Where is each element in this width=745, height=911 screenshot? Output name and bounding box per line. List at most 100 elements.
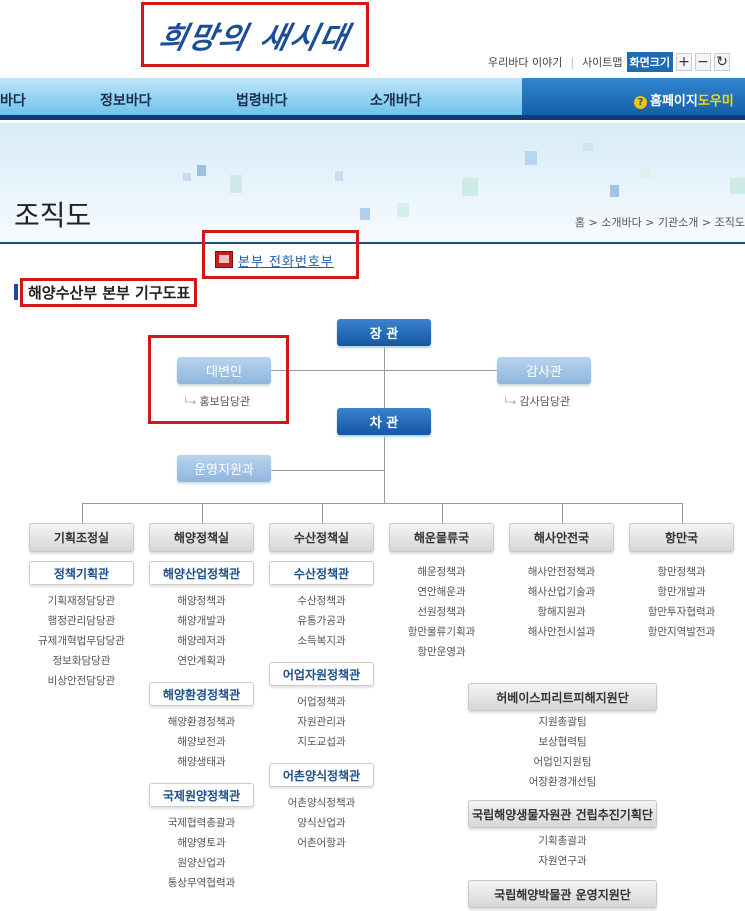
- bureau-box[interactable]: 어촌양식정책관: [269, 763, 374, 787]
- connector-line: [271, 470, 384, 471]
- pr-officer[interactable]: └→ 홍보담당관: [183, 393, 250, 409]
- heading-highlight-box: [20, 278, 197, 307]
- nav-item-law-sea[interactable]: 법령바다: [236, 93, 288, 109]
- arrow-icon: └→: [503, 398, 516, 408]
- nav-item-sea[interactable]: 바다: [0, 93, 26, 109]
- team-item[interactable]: 어장환경개선팀: [528, 776, 597, 788]
- bureau-box[interactable]: 정책기획관: [29, 561, 134, 585]
- heading-bar: [14, 284, 18, 300]
- phone-link-highlight-box: [202, 230, 359, 279]
- division-item[interactable]: 해양레저과: [177, 635, 226, 647]
- division-item[interactable]: 항만개발과: [657, 586, 706, 598]
- department-box[interactable]: 해운물류국: [389, 523, 494, 552]
- division-item[interactable]: 양식산업과: [297, 817, 346, 829]
- link-sitemap[interactable]: 사이트맵: [582, 56, 623, 69]
- phone-directory-link[interactable]: 본부 전화번호부: [238, 255, 334, 270]
- document-icon[interactable]: [215, 251, 233, 268]
- team-item[interactable]: 자원연구과: [538, 855, 587, 867]
- division-item[interactable]: 연안해운과: [417, 586, 466, 598]
- division-item[interactable]: 연안계획과: [177, 655, 226, 667]
- top-links: 우리바다 이야기 | 사이트맵 화면크기 + − ↻: [488, 52, 731, 72]
- division-item[interactable]: 해양보전과: [177, 736, 226, 748]
- spokesperson-highlight-box: [148, 335, 289, 424]
- division-item[interactable]: 통상무역협력과: [167, 877, 236, 889]
- division-item[interactable]: 항만투자협력과: [647, 606, 716, 618]
- division-item[interactable]: 규제개혁법무담당관: [38, 635, 125, 647]
- logo[interactable]: 희망의 새시대: [155, 20, 353, 56]
- division-item[interactable]: 해양환경정책과: [167, 716, 236, 728]
- page-title: 조직도: [14, 199, 92, 232]
- division-item[interactable]: 어촌어항과: [297, 837, 346, 849]
- minister-box[interactable]: 장 관: [337, 319, 431, 346]
- division-item[interactable]: 해사안전시설과: [527, 626, 596, 638]
- division-item[interactable]: 해운정책과: [417, 566, 466, 578]
- division-item[interactable]: 국제협력총괄과: [167, 817, 236, 829]
- team-item[interactable]: 어업인지원팀: [533, 756, 592, 768]
- bureau-box[interactable]: 어업자원정책관: [269, 662, 374, 686]
- division-item[interactable]: 비상안전담당관: [47, 675, 116, 687]
- auditor-box[interactable]: 감사관: [497, 357, 591, 384]
- department-box[interactable]: 항만국: [629, 523, 734, 552]
- help-label-highlight: 도우미: [697, 94, 734, 109]
- team-item[interactable]: 보상협력팀: [538, 736, 587, 748]
- division-item[interactable]: 해양생태과: [177, 756, 226, 768]
- division-item[interactable]: 해양개발과: [177, 615, 226, 627]
- bureau-box[interactable]: 해양환경정책관: [149, 682, 254, 706]
- division-item[interactable]: 해사안전정책과: [527, 566, 596, 578]
- division-item[interactable]: 항만정책과: [657, 566, 706, 578]
- homepage-help-button[interactable]: ?홈페이지도우미: [522, 78, 745, 115]
- division-item[interactable]: 선원정책과: [417, 606, 466, 618]
- help-icon: ?: [634, 96, 647, 109]
- division-item[interactable]: 항해지원과: [537, 606, 586, 618]
- nav-item-info-sea[interactable]: 정보바다: [100, 93, 152, 109]
- division-item[interactable]: 자원관리과: [297, 716, 346, 728]
- team-item[interactable]: 지원총괄팀: [538, 716, 587, 728]
- spokesperson-box[interactable]: 대변인: [177, 357, 271, 384]
- zoom-out-button[interactable]: −: [695, 53, 712, 71]
- division-item[interactable]: 원양산업과: [177, 857, 226, 869]
- division-item[interactable]: 해사산업기술과: [527, 586, 596, 598]
- bureau-box[interactable]: 국제원양정책관: [149, 783, 254, 807]
- division-item[interactable]: 유통가공과: [297, 615, 346, 627]
- division-item[interactable]: 정보화담당관: [52, 655, 111, 667]
- ops-support-box[interactable]: 운영지원과: [177, 455, 271, 482]
- division-item[interactable]: 기획재정담당관: [47, 595, 116, 607]
- connector-line: [271, 370, 497, 371]
- link-our-sea-story[interactable]: 우리바다 이야기: [488, 56, 563, 69]
- bureau-box[interactable]: 해양산업정책관: [149, 561, 254, 585]
- division-item[interactable]: 항만지역발전과: [647, 626, 716, 638]
- division-item[interactable]: 어업정책과: [297, 696, 346, 708]
- zoom-in-button[interactable]: +: [676, 53, 693, 71]
- special-unit-box[interactable]: 국립해양박물관 운영지원단: [468, 880, 657, 908]
- special-unit-box[interactable]: 허베이스피리트피해지원단: [468, 683, 657, 711]
- department-box[interactable]: 수산정책실: [269, 523, 374, 552]
- audit-officer[interactable]: └→ 감사담당관: [503, 393, 570, 409]
- division-item[interactable]: 행정관리담당관: [47, 615, 116, 627]
- department-box[interactable]: 해사안전국: [509, 523, 614, 552]
- division-item[interactable]: 해양영토과: [177, 837, 226, 849]
- bureau-box[interactable]: 수산정책관: [269, 561, 374, 585]
- division-item[interactable]: 항만물류기획과: [407, 626, 476, 638]
- zoom-reset-button[interactable]: ↻: [714, 53, 731, 71]
- connector-line: [322, 503, 323, 523]
- special-unit-box[interactable]: 국립해양생물자원관 건립추진기획단: [468, 800, 657, 828]
- division-item[interactable]: 해양정책과: [177, 595, 226, 607]
- division-item[interactable]: 소득복지과: [297, 635, 346, 647]
- team-item[interactable]: 기획총괄과: [538, 835, 587, 847]
- breadcrumb: 홈 > 소개바다 > 기관소개 > 조직도: [574, 216, 745, 229]
- department-box[interactable]: 해양정책실: [149, 523, 254, 552]
- nav-item-intro-sea[interactable]: 소개바다: [370, 93, 422, 109]
- division-item[interactable]: 지도교섭과: [297, 736, 346, 748]
- division-item[interactable]: 어촌양식정책과: [287, 797, 356, 809]
- connector-line: [82, 503, 83, 523]
- division-item[interactable]: 수산정책과: [297, 595, 346, 607]
- division-item[interactable]: 항만운영과: [417, 646, 466, 658]
- vice-minister-box[interactable]: 차 관: [337, 408, 431, 435]
- audit-officer-label: 감사담당관: [519, 395, 571, 408]
- department-box[interactable]: 기획조정실: [29, 523, 134, 552]
